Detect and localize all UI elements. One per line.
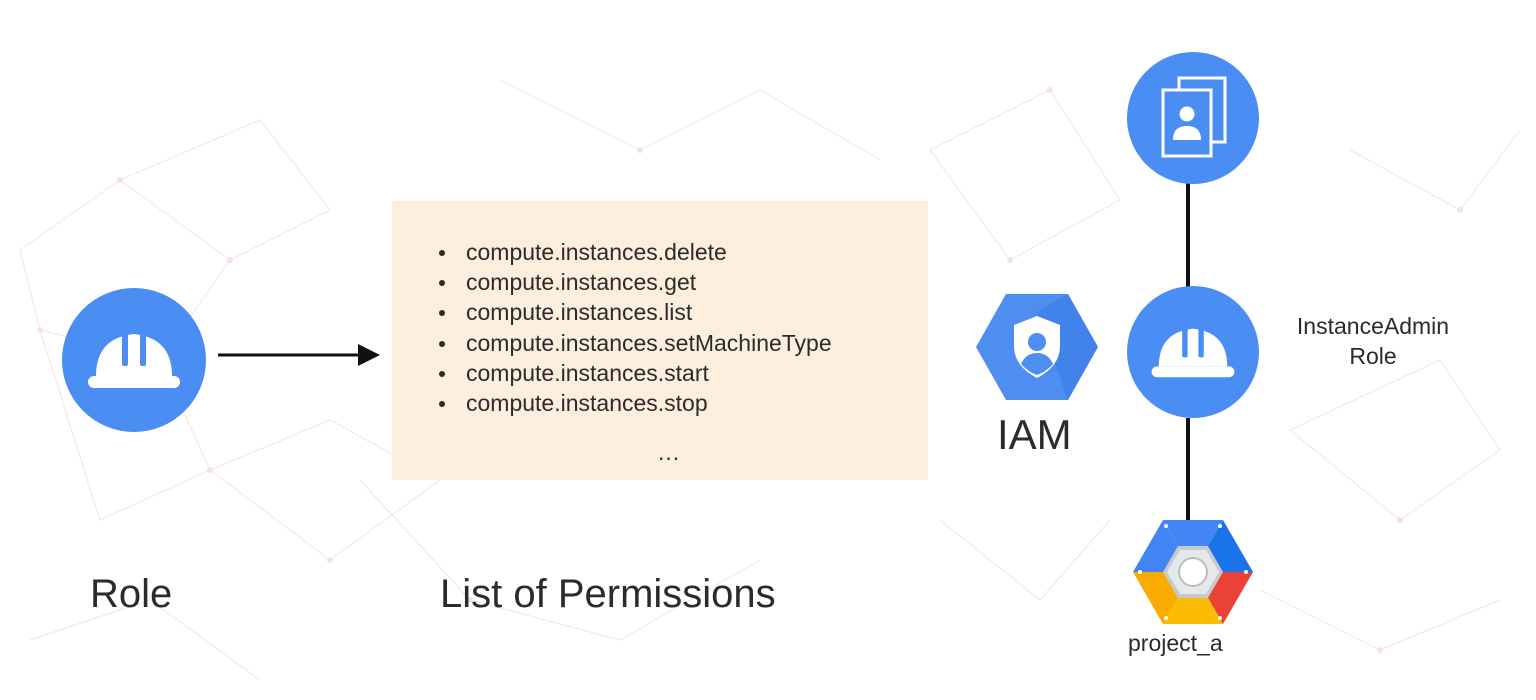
instance-admin-role-label: InstanceAdmin Role [1264, 311, 1482, 371]
permissions-label: List of Permissions [440, 572, 776, 616]
connector-line-top [1186, 176, 1190, 290]
permission-item: compute.instances.setMachineType [436, 328, 832, 358]
role-name-line2: Role [1349, 343, 1397, 369]
member-circle [1127, 52, 1259, 184]
role-circle [62, 288, 206, 432]
permission-item: compute.instances.stop [436, 388, 832, 418]
role-label: Role [90, 572, 173, 616]
permission-item: compute.instances.start [436, 358, 832, 388]
gcp-project-icon [1133, 520, 1253, 624]
permissions-box: compute.instances.delete compute.instanc… [392, 201, 928, 480]
iam-shield-icon [976, 294, 1098, 400]
hard-hat-icon [1151, 326, 1235, 378]
iam-label: IAM [997, 411, 1072, 458]
instance-admin-role-circle [1127, 286, 1259, 418]
project-label: project_a [1128, 630, 1223, 656]
connector-line-bottom [1186, 418, 1190, 524]
permission-item: compute.instances.delete [436, 237, 832, 267]
role-to-permissions-arrow [218, 344, 380, 366]
role-name-line1: InstanceAdmin [1296, 313, 1450, 339]
hard-hat-icon [88, 332, 180, 388]
permission-item: compute.instances.list [436, 297, 832, 327]
permission-item: compute.instances.get [436, 267, 832, 297]
member-documents-icon [1161, 76, 1227, 158]
permissions-list: compute.instances.delete compute.instanc… [436, 237, 832, 418]
permissions-ellipsis: ... [658, 439, 681, 465]
